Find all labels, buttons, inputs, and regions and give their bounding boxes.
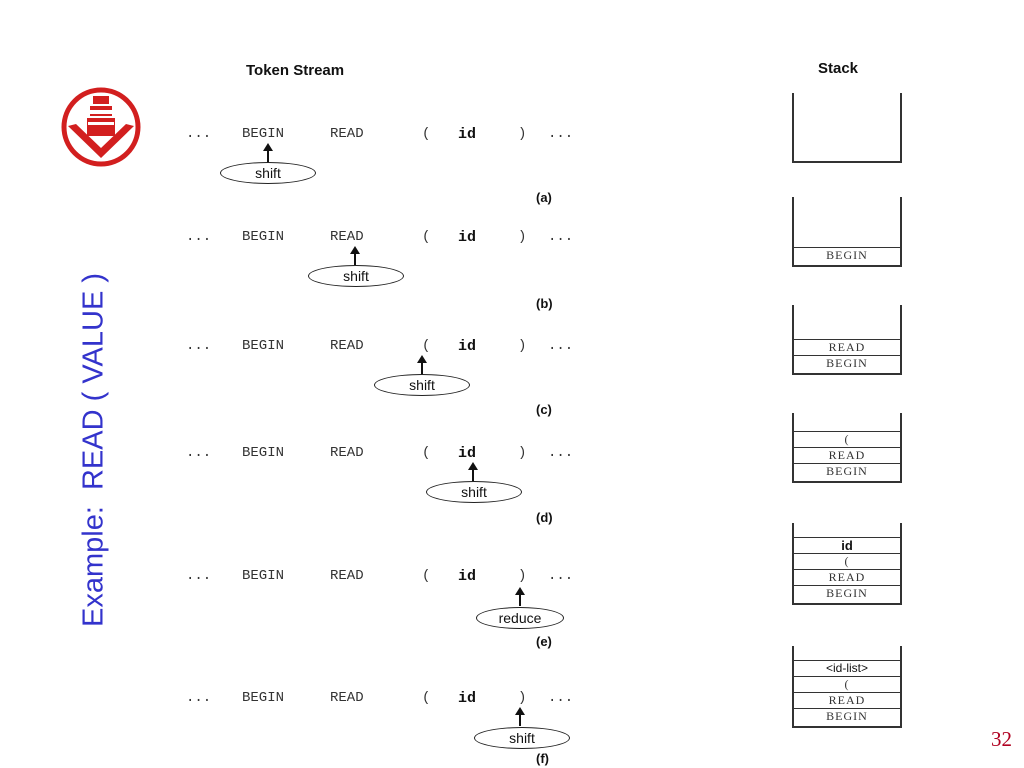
stack-cell: READ <box>794 339 900 355</box>
token-lparen: ( <box>422 338 431 354</box>
stack-box <box>792 93 902 163</box>
logo-emblem-icon <box>61 87 141 167</box>
token-rparen: ) <box>518 126 527 142</box>
stack-box: id ( READ BEGIN <box>792 523 902 605</box>
stack-cell: ( <box>794 553 900 569</box>
ellipsis-right: ... <box>548 690 574 706</box>
token-lparen: ( <box>422 229 431 245</box>
token-begin: BEGIN <box>242 568 285 584</box>
pointer-arrow-icon <box>515 707 525 726</box>
pointer-arrow-icon <box>263 143 273 162</box>
step-caption: (e) <box>536 634 552 649</box>
token-begin: BEGIN <box>242 690 285 706</box>
token-id: id <box>458 338 477 355</box>
pointer-arrow-icon <box>350 246 360 265</box>
token-read: READ <box>330 338 364 354</box>
ellipsis-right: ... <box>548 338 574 354</box>
token-lparen: ( <box>422 126 431 142</box>
action-oval: shift <box>308 265 404 287</box>
ellipsis-left: ... <box>186 338 212 354</box>
token-rparen: ) <box>518 338 527 354</box>
stack-cell: READ <box>794 447 900 463</box>
action-oval: shift <box>474 727 570 749</box>
stack-cell: BEGIN <box>794 585 900 601</box>
stack-box: BEGIN <box>792 197 902 267</box>
step-caption: (b) <box>536 296 553 311</box>
token-begin: BEGIN <box>242 126 285 142</box>
action-oval: shift <box>374 374 470 396</box>
ellipsis-right: ... <box>548 229 574 245</box>
step-caption: (f) <box>536 751 549 766</box>
stack-cell: BEGIN <box>794 355 900 371</box>
ellipsis-right: ... <box>548 445 574 461</box>
stack-cell: ( <box>794 676 900 692</box>
ellipsis-left: ... <box>186 229 212 245</box>
pointer-arrow-icon <box>417 355 427 374</box>
token-rparen: ) <box>518 445 527 461</box>
ellipsis-left: ... <box>186 690 212 706</box>
action-oval: shift <box>220 162 316 184</box>
stack-cell: ( <box>794 431 900 447</box>
token-rparen: ) <box>518 690 527 706</box>
stack-cell: READ <box>794 569 900 585</box>
token-rparen: ) <box>518 568 527 584</box>
token-begin: BEGIN <box>242 445 285 461</box>
token-read: READ <box>330 445 364 461</box>
page-number: 32 <box>991 727 1012 751</box>
token-read: READ <box>330 690 364 706</box>
token-lparen: ( <box>422 445 431 461</box>
token-read: READ <box>330 126 364 142</box>
stack-cell: READ <box>794 692 900 708</box>
ellipsis-right: ... <box>548 126 574 142</box>
stack-header: Stack <box>818 60 859 77</box>
logo <box>60 86 142 168</box>
token-stream-row: ... BEGIN READ ( id ) ... <box>186 445 606 465</box>
action-oval: shift <box>426 481 522 503</box>
token-id: id <box>458 445 477 462</box>
slide-title: Example: READ ( VALUE ) <box>77 272 110 628</box>
token-id: id <box>458 568 477 585</box>
ellipsis-left: ... <box>186 126 212 142</box>
token-stream-row: ... BEGIN READ ( id ) ... <box>186 338 606 358</box>
token-lparen: ( <box>422 690 431 706</box>
stack-cell: BEGIN <box>794 708 900 724</box>
ellipsis-left: ... <box>186 445 212 461</box>
step-caption: (a) <box>536 190 552 205</box>
stack-cell: BEGIN <box>794 247 900 263</box>
token-lparen: ( <box>422 568 431 584</box>
stack-cell: id <box>794 537 900 553</box>
token-stream-header: Token Stream <box>246 62 345 79</box>
token-rparen: ) <box>518 229 527 245</box>
token-id: id <box>458 229 477 246</box>
token-read: READ <box>330 229 364 245</box>
token-id: id <box>458 126 477 143</box>
stack-box: <id-list> ( READ BEGIN <box>792 646 902 728</box>
pointer-arrow-icon <box>468 462 478 481</box>
stack-cell: <id-list> <box>794 660 900 676</box>
pointer-arrow-icon <box>515 587 525 606</box>
stack-box: READ BEGIN <box>792 305 902 375</box>
ellipsis-right: ... <box>548 568 574 584</box>
stack-cell: BEGIN <box>794 463 900 479</box>
stack-box: ( READ BEGIN <box>792 413 902 483</box>
token-stream-row: ... BEGIN READ ( id ) ... <box>186 568 606 588</box>
token-read: READ <box>330 568 364 584</box>
action-oval: reduce <box>476 607 564 629</box>
ellipsis-left: ... <box>186 568 212 584</box>
token-begin: BEGIN <box>242 229 285 245</box>
token-stream-row: ... BEGIN READ ( id ) ... <box>186 126 606 146</box>
token-stream-row: ... BEGIN READ ( id ) ... <box>186 690 606 710</box>
step-caption: (c) <box>536 402 552 417</box>
token-stream-row: ... BEGIN READ ( id ) ... <box>186 229 606 249</box>
step-caption: (d) <box>536 510 553 525</box>
token-id: id <box>458 690 477 707</box>
token-begin: BEGIN <box>242 338 285 354</box>
